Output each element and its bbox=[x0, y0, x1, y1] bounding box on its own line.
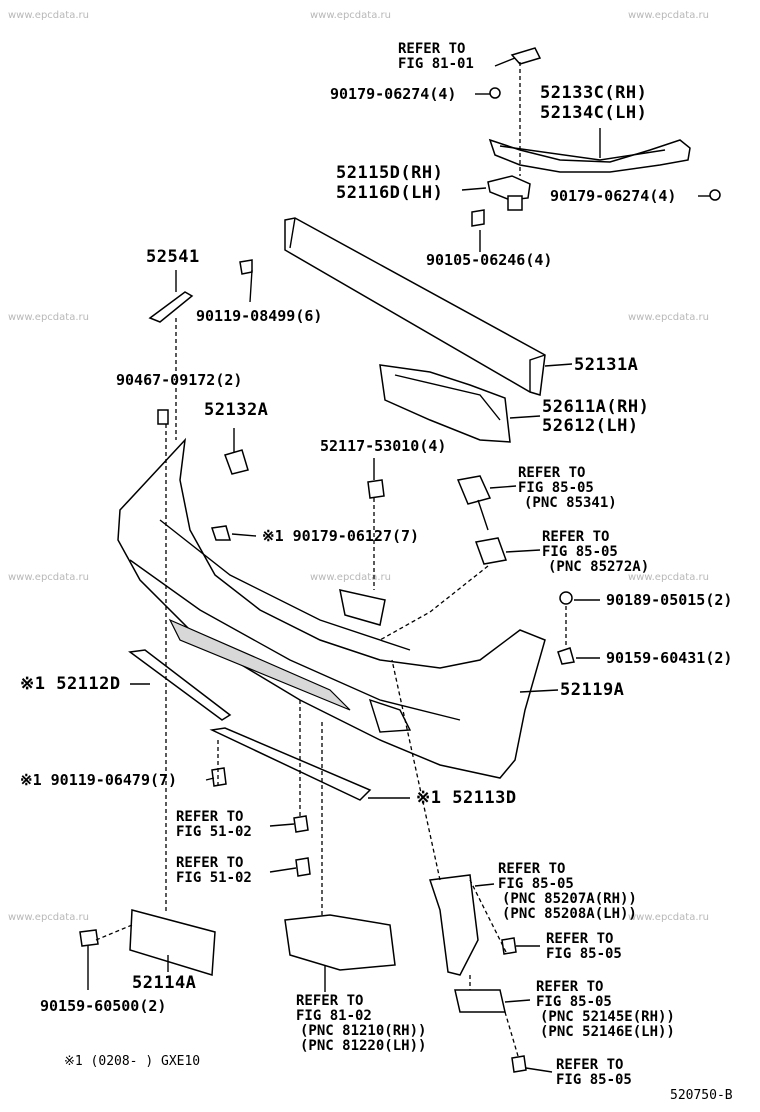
watermark: www.epcdata.ru bbox=[628, 312, 709, 323]
watermark: www.epcdata.ru bbox=[8, 10, 89, 21]
bracket-52132a-drawing bbox=[224, 449, 249, 475]
watermark: www.epcdata.ru bbox=[8, 912, 89, 923]
part-52132a: 52132A bbox=[204, 400, 269, 420]
watermark: www.epcdata.ru bbox=[628, 572, 709, 583]
part-52612: 52612(LH) bbox=[542, 416, 639, 436]
watermark: www.epcdata.ru bbox=[628, 912, 709, 923]
figure-id: 520750-B bbox=[670, 1088, 733, 1103]
moulding-52112d-drawing bbox=[128, 649, 232, 721]
part-90105-06246: 90105-06246(4) bbox=[426, 251, 553, 269]
part-90119-08499: 90119-08499(6) bbox=[196, 307, 323, 325]
part-52134c: 52134C(LH) bbox=[540, 103, 648, 123]
bumper-cover-drawing bbox=[117, 437, 546, 779]
washer-bracket-drawing bbox=[428, 874, 479, 976]
part-52611a: 52611A(RH) bbox=[542, 397, 650, 417]
part-90179-06127: ※1 90179-06127(7) bbox=[262, 527, 420, 545]
part-52116d: 52116D(LH) bbox=[336, 183, 444, 203]
part-52112d: ※1 52112D bbox=[20, 674, 121, 694]
part-90179-06274-right: 90179-06274(4) bbox=[550, 187, 677, 205]
bracket-52114a-drawing bbox=[129, 909, 216, 976]
part-52115d: 52115D(RH) bbox=[336, 163, 444, 183]
retainer-drawing bbox=[471, 175, 531, 227]
part-52541: 52541 bbox=[146, 247, 200, 267]
part-90159-60500: 90159-60500(2) bbox=[40, 997, 167, 1015]
watermark: www.epcdata.ru bbox=[310, 572, 391, 583]
fog-lamp-drawing bbox=[284, 914, 396, 971]
part-90179-06274-top: 90179-06274(4) bbox=[330, 85, 457, 103]
part-90467-09172: 90467-09172(2) bbox=[116, 371, 243, 389]
part-90119-06479: ※1 90119-06479(7) bbox=[20, 771, 178, 789]
part-52113d: ※1 52113D bbox=[416, 788, 517, 808]
part-52131a: 52131A bbox=[574, 355, 639, 375]
moulding-drawing bbox=[148, 291, 194, 323]
footnote: ※1 (0208- ) GXE10 bbox=[64, 1054, 201, 1069]
watermark: www.epcdata.ru bbox=[8, 312, 89, 323]
part-52114a: 52114A bbox=[132, 973, 197, 993]
energy-absorber-drawing bbox=[379, 364, 511, 443]
headlamp-bracket-drawing bbox=[488, 47, 721, 201]
moulding-52113d-drawing bbox=[209, 727, 372, 801]
watermark: www.epcdata.ru bbox=[310, 10, 391, 21]
part-90159-60431: 90159-60431(2) bbox=[606, 649, 733, 667]
part-90189-05015: 90189-05015(2) bbox=[606, 591, 733, 609]
watermark: www.epcdata.ru bbox=[8, 572, 89, 583]
part-52119a: 52119A bbox=[560, 680, 625, 700]
watermark: www.epcdata.ru bbox=[628, 10, 709, 21]
part-52117-53010: 52117-53010(4) bbox=[320, 437, 447, 455]
bumper-reinforcement-drawing bbox=[284, 217, 546, 396]
part-52133c: 52133C(RH) bbox=[540, 83, 648, 103]
